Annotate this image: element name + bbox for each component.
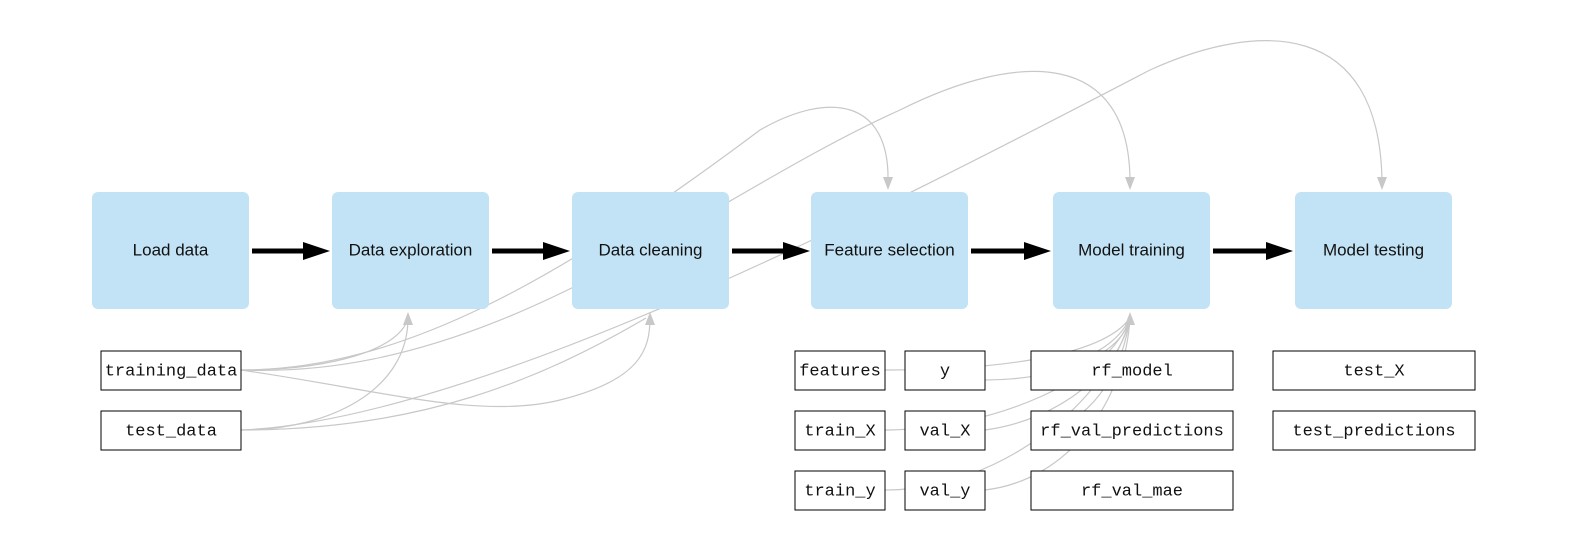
variable-train-y[interactable]: train_y [794, 470, 886, 511]
flow-arrow-cleaning-to-feature-selection [732, 242, 810, 260]
dependency-arrowhead-feature-selection [883, 177, 893, 190]
stage-box[interactable] [811, 192, 968, 309]
stage-label: Model training [1078, 240, 1185, 259]
variable-test-predictions[interactable]: test_predictions [1272, 410, 1476, 451]
variable-training-data[interactable]: training_data [100, 350, 242, 391]
dependency-arrowhead-model-training-bottom [1125, 312, 1135, 325]
variable-box[interactable] [1272, 410, 1476, 451]
stage-label: Model testing [1323, 240, 1424, 259]
stage-label: Data cleaning [599, 240, 703, 259]
variable-label: rf_val_mae [1081, 482, 1183, 501]
flow-arrow-load-to-exploration [252, 242, 330, 260]
stage-model-testing[interactable]: Model testing [1295, 192, 1452, 309]
variable-box[interactable] [794, 350, 886, 391]
variables: training_data test_data features y train… [100, 350, 1476, 511]
dependency-training-data-to-cleaning [240, 317, 651, 408]
variable-label: test_predictions [1292, 422, 1455, 441]
variable-box[interactable] [794, 410, 886, 451]
variable-y[interactable]: y [904, 350, 986, 391]
variable-label: val_X [919, 422, 970, 441]
dependency-arrowhead-model-training-top [1125, 177, 1135, 190]
stage-box[interactable] [1295, 192, 1452, 309]
dependency-arrowhead-cleaning [645, 312, 655, 325]
variable-box[interactable] [904, 470, 986, 511]
variable-rf-model[interactable]: rf_model [1030, 350, 1234, 391]
variable-train-x[interactable]: train_X [794, 410, 886, 451]
variable-label: test_data [125, 422, 217, 441]
dependency-training-data-to-model-training [240, 70, 1131, 371]
variable-test-x[interactable]: test_X [1272, 350, 1476, 391]
stages: Load data Data exploration Data cleaning… [92, 192, 1452, 309]
variable-box[interactable] [100, 350, 242, 391]
variable-box[interactable] [1030, 470, 1234, 511]
stage-box[interactable] [92, 192, 249, 309]
variable-rf-val-mae[interactable]: rf_val_mae [1030, 470, 1234, 511]
variable-box[interactable] [1030, 410, 1234, 451]
variable-label: rf_model [1091, 362, 1173, 381]
flow-arrow-feature-selection-to-training [971, 242, 1051, 260]
stage-box[interactable] [572, 192, 729, 309]
stage-data-exploration[interactable]: Data exploration [332, 192, 489, 309]
stage-label: Load data [133, 240, 209, 259]
flow-arrow-exploration-to-cleaning [492, 242, 570, 260]
variable-label: val_y [919, 482, 970, 501]
variable-box[interactable] [794, 470, 886, 511]
variable-label: features [799, 362, 881, 381]
variable-val-x[interactable]: val_X [904, 410, 986, 451]
stage-box[interactable] [332, 192, 489, 309]
variable-label: y [940, 362, 950, 381]
dependency-test-data-to-cleaning [240, 317, 647, 431]
variable-label: train_y [804, 482, 875, 501]
flow-arrow-training-to-testing [1213, 242, 1293, 260]
stage-model-training[interactable]: Model training [1053, 192, 1210, 309]
flow-arrows [252, 242, 1293, 260]
dependency-test-data-to-exploration [240, 317, 409, 431]
variable-val-y[interactable]: val_y [904, 470, 986, 511]
dependency-arrowhead-exploration [403, 312, 413, 325]
variable-features[interactable]: features [794, 350, 886, 391]
stage-data-cleaning[interactable]: Data cleaning [572, 192, 729, 309]
stage-load-data[interactable]: Load data [92, 192, 249, 309]
variable-box[interactable] [100, 410, 242, 451]
variable-box[interactable] [904, 410, 986, 451]
variable-box[interactable] [904, 350, 986, 391]
variable-label: rf_val_predictions [1040, 422, 1224, 441]
dependency-arrowhead-model-testing-top [1377, 177, 1387, 190]
variable-label: training_data [105, 362, 238, 381]
stage-box[interactable] [1053, 192, 1210, 309]
variable-label: test_X [1343, 362, 1404, 381]
dependency-test-data-to-model-testing [240, 40, 1383, 431]
variable-label: train_X [804, 422, 875, 441]
variable-rf-val-predictions[interactable]: rf_val_predictions [1030, 410, 1234, 451]
variable-box[interactable] [1272, 350, 1476, 391]
stage-feature-selection[interactable]: Feature selection [811, 192, 968, 309]
stage-label: Data exploration [349, 240, 473, 259]
variable-box[interactable] [1030, 350, 1234, 391]
stage-label: Feature selection [824, 240, 954, 259]
variable-test-data[interactable]: test_data [100, 410, 242, 451]
